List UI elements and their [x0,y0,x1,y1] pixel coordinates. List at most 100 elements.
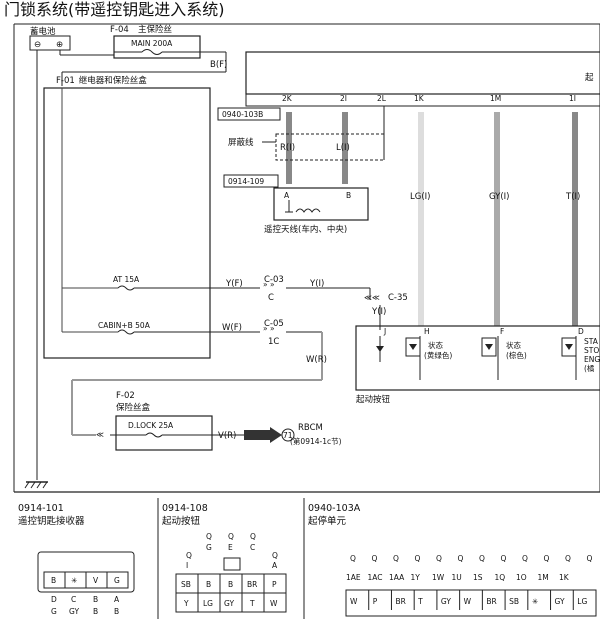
pin-label: 1AE [346,573,361,582]
svg-text:(棕色): (棕色) [506,350,527,360]
svg-text:Y(I): Y(I) [309,279,324,289]
q-label: Q [350,554,356,563]
svg-text:起: 起 [585,73,594,83]
svg-text:A: A [114,595,120,604]
pin-label: 1W [432,573,445,582]
svg-text:B: B [93,595,98,604]
svg-text:B: B [114,607,119,616]
pin-label: 1K [559,573,570,582]
page-title: 门锁系统(带遥控钥匙进入系统) [4,0,225,19]
svg-text:SB: SB [181,580,191,589]
svg-text:» »: » » [263,280,275,289]
svg-text:ENG: ENG [584,355,600,364]
connector-0940-103b: 0940-103B [222,110,263,119]
svg-text:G: G [51,607,57,616]
svg-text:R(I): R(I) [280,143,295,153]
svg-text:B: B [51,576,56,585]
svg-text:» »: » » [263,324,275,333]
start-switch: J H F D 状态 (黄绿色) 状态 (棕色) STA STO ENG (橘 … [355,325,600,405]
svg-text:W(F): W(F) [222,323,242,333]
svg-text:CABIN+B 50A: CABIN+B 50A [98,321,151,330]
svg-text:BR: BR [247,580,257,589]
svg-text:起动按钮: 起动按钮 [162,515,201,527]
q-label: Q [587,554,593,563]
q-label: Q [415,554,421,563]
main-fuse-rating: MAIN 200A [131,39,173,48]
q-label: Q [458,554,464,563]
svg-text:E: E [228,543,233,552]
svg-text:T: T [249,599,255,608]
top-pins: 2K 2I 2L 1K 1M 1I [282,94,576,103]
svg-text:P: P [272,580,277,589]
main-fuse: F-04 主保险丝 MAIN 200A [110,24,201,59]
svg-text:2I: 2I [340,94,347,103]
svg-text:W(R): W(R) [306,355,327,365]
svg-text:C-35: C-35 [388,293,408,303]
svg-text:遥控钥匙接收器: 遥控钥匙接收器 [18,515,85,527]
svg-text:1C: 1C [268,337,279,347]
svg-text:1M: 1M [490,94,501,103]
svg-text:L(I): L(I) [336,143,350,153]
antenna-label: 遥控天线(车内、中央) [264,224,347,235]
pin-label: 1M [538,573,549,582]
pin-label: 1Q [495,573,506,582]
main-fuse-name: 主保险丝 [138,24,173,35]
q-label: Q [436,554,442,563]
svg-text:Q: Q [272,551,278,560]
svg-text:B: B [228,580,233,589]
connector-body [345,589,597,617]
svg-text:状态: 状态 [428,340,443,350]
svg-text:G: G [114,576,120,585]
pin-color: GY [441,597,451,606]
svg-text:C: C [250,543,255,552]
svg-text:T(I): T(I) [565,192,580,202]
svg-text:B: B [206,580,211,589]
start-stop-unit [245,51,600,95]
connector-0914-109: 0914-109 [228,177,264,186]
fuse-at15: AT 15A [113,275,140,291]
svg-text:AT 15A: AT 15A [113,275,140,284]
svg-text:C: C [268,293,274,303]
svg-text:D: D [51,595,57,604]
svg-text:LG(I): LG(I) [410,192,430,202]
q-label: Q [522,554,528,563]
fuse-box-f02: F-02 保险丝盒 D.LOCK 25A [110,391,213,451]
pin-color: P [373,597,378,606]
svg-text:状态: 状态 [506,340,521,350]
battery-pos: ⊕ [56,40,63,50]
panel-0914-108: 0914-108 起动按钮 Q Q Q G E C Q Q I A SB B B… [162,503,287,613]
svg-text:H: H [424,327,430,336]
svg-text:A: A [284,191,290,200]
svg-text:2K: 2K [282,94,293,103]
svg-text:D: D [578,327,584,336]
svg-text:≪: ≪ [96,430,104,439]
svg-text:LG: LG [203,599,213,608]
svg-text:1I: 1I [569,94,576,103]
panel-0940-103a: 0940-103A 起停单元 QQQQQQQQQQQQQ1AE1AC1AA1Y1… [308,503,597,617]
pin-label: 1AA [389,573,405,582]
battery-neg: ⊖ [34,40,41,50]
pin-color: SB [509,597,519,606]
svg-text:W: W [270,599,278,608]
svg-text:GY: GY [224,599,234,608]
pin-color: BR [395,597,405,606]
svg-text:G: G [206,543,212,552]
pin-color: BR [486,597,496,606]
pin-color: GY [555,597,565,606]
pin-label: 1AC [368,573,383,582]
svg-text:保险丝盒: 保险丝盒 [116,402,151,413]
pin-color: T [417,597,423,606]
svg-text:F: F [500,327,504,336]
svg-text:屏蔽线: 屏蔽线 [228,137,254,148]
q-label: Q [544,554,550,563]
svg-text:GY(I): GY(I) [489,192,510,202]
q-label: Q [393,554,399,563]
svg-text:2L: 2L [377,94,387,103]
svg-text:C-03: C-03 [264,275,284,285]
svg-text:✳: ✳ [71,576,77,585]
svg-text:A: A [272,561,278,570]
svg-text:Q: Q [206,532,212,541]
svg-text:V: V [93,576,99,585]
svg-text:C-05: C-05 [264,319,284,329]
